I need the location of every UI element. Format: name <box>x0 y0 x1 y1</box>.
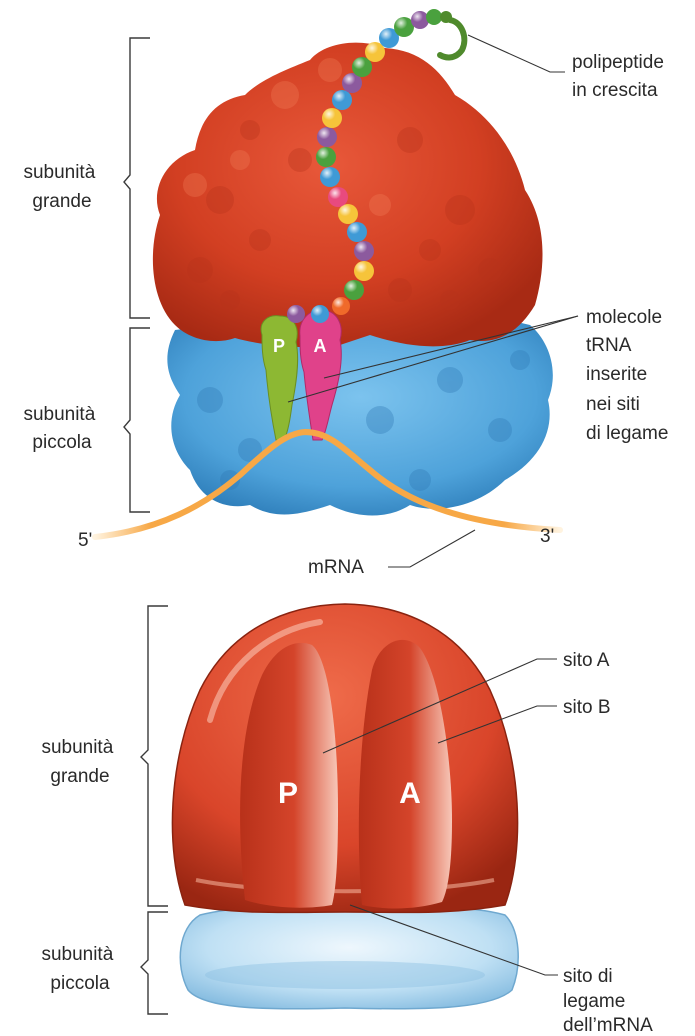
top-large-subunit-bracket <box>124 38 150 318</box>
mrna-leader <box>388 530 475 567</box>
small-subunit-shadow <box>205 961 485 989</box>
three-prime-label: 3' <box>540 526 554 547</box>
bottom-a-site-letter: A <box>399 777 421 810</box>
mrna-site-label: sito di legame dell’mRNA <box>563 966 653 1036</box>
site-a-label: sito A <box>563 650 610 671</box>
top-p-site-letter: P <box>273 336 285 356</box>
top-small-subunit-label: subunità piccola <box>23 404 100 453</box>
site-b-label: sito B <box>563 697 611 718</box>
polypeptide-label: polipeptide in crescita <box>572 52 669 101</box>
bottom-small-subunit-label: subunità piccola <box>41 944 118 994</box>
top-large-subunit-label: subunità grande <box>23 162 100 212</box>
polypeptide-leader <box>468 35 565 72</box>
trna-label: molecole tRNA inserite nei siti di legam… <box>586 307 668 444</box>
bottom-small-subunit <box>180 907 518 1009</box>
five-prime-label: 5' <box>78 530 92 551</box>
polypeptide-tail <box>440 20 464 57</box>
bottom-large-subunit-bracket <box>141 606 168 906</box>
bottom-small-subunit-bracket <box>141 912 168 1014</box>
top-small-subunit-bracket <box>124 328 150 512</box>
mrna-label: mRNA <box>308 557 364 578</box>
bottom-ribosome: P A <box>172 604 518 1009</box>
bottom-p-site-letter: P <box>278 777 298 810</box>
bottom-large-subunit-label: subunità grande <box>41 737 118 787</box>
bottom-large-subunit <box>172 604 517 912</box>
top-a-site-letter: A <box>314 336 327 356</box>
top-ribosome: P A <box>95 9 560 537</box>
